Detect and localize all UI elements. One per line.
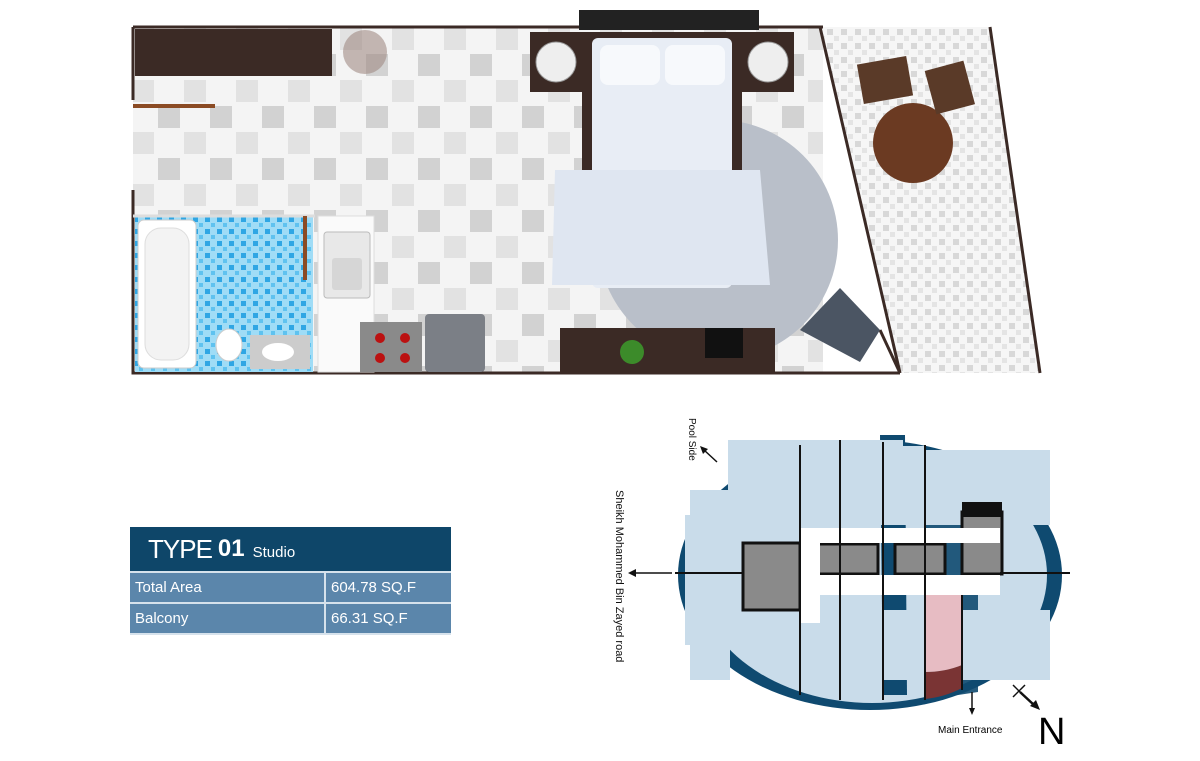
spec-value: 604.78 SQ.F bbox=[331, 579, 417, 596]
balcony-furniture bbox=[856, 55, 976, 183]
highlighted-unit bbox=[925, 595, 962, 672]
walls bbox=[131, 25, 1042, 375]
unit-spec-table: TYPE 01 Studio Total Area 604.78 SQ.F Ba… bbox=[130, 527, 451, 635]
unit-floor-plan bbox=[131, 10, 1042, 375]
north-arrow-icon bbox=[1012, 684, 1035, 706]
north-label: N bbox=[1038, 711, 1066, 753]
type-number: 01 bbox=[217, 535, 245, 562]
highlighted-balcony bbox=[925, 665, 962, 699]
key-plan bbox=[628, 435, 1070, 715]
plant-icon bbox=[343, 30, 387, 74]
spec-row-total-area: Total Area 604.78 SQ.F bbox=[130, 573, 451, 604]
type-name: Studio bbox=[252, 543, 296, 561]
spec-header: TYPE 01 Studio bbox=[130, 527, 451, 573]
pool-side-label: Pool Side bbox=[686, 418, 697, 461]
kitchenette bbox=[317, 215, 485, 373]
bed-area bbox=[343, 10, 880, 372]
type-label: TYPE bbox=[148, 533, 213, 564]
bathroom bbox=[133, 214, 315, 372]
wardrobe bbox=[135, 29, 332, 76]
spec-label: Balcony bbox=[130, 604, 326, 633]
spec-value: 66.31 SQ.F bbox=[331, 610, 408, 627]
balcony bbox=[820, 27, 1040, 373]
spec-label: Total Area bbox=[130, 573, 326, 602]
road-label: Sheikh Mohammed Bin Zayed road bbox=[613, 490, 625, 663]
spec-row-balcony: Balcony 66.31 SQ.F bbox=[130, 604, 451, 635]
pool-arrow bbox=[703, 449, 718, 463]
main-entrance-label: Main Entrance bbox=[938, 725, 1003, 736]
